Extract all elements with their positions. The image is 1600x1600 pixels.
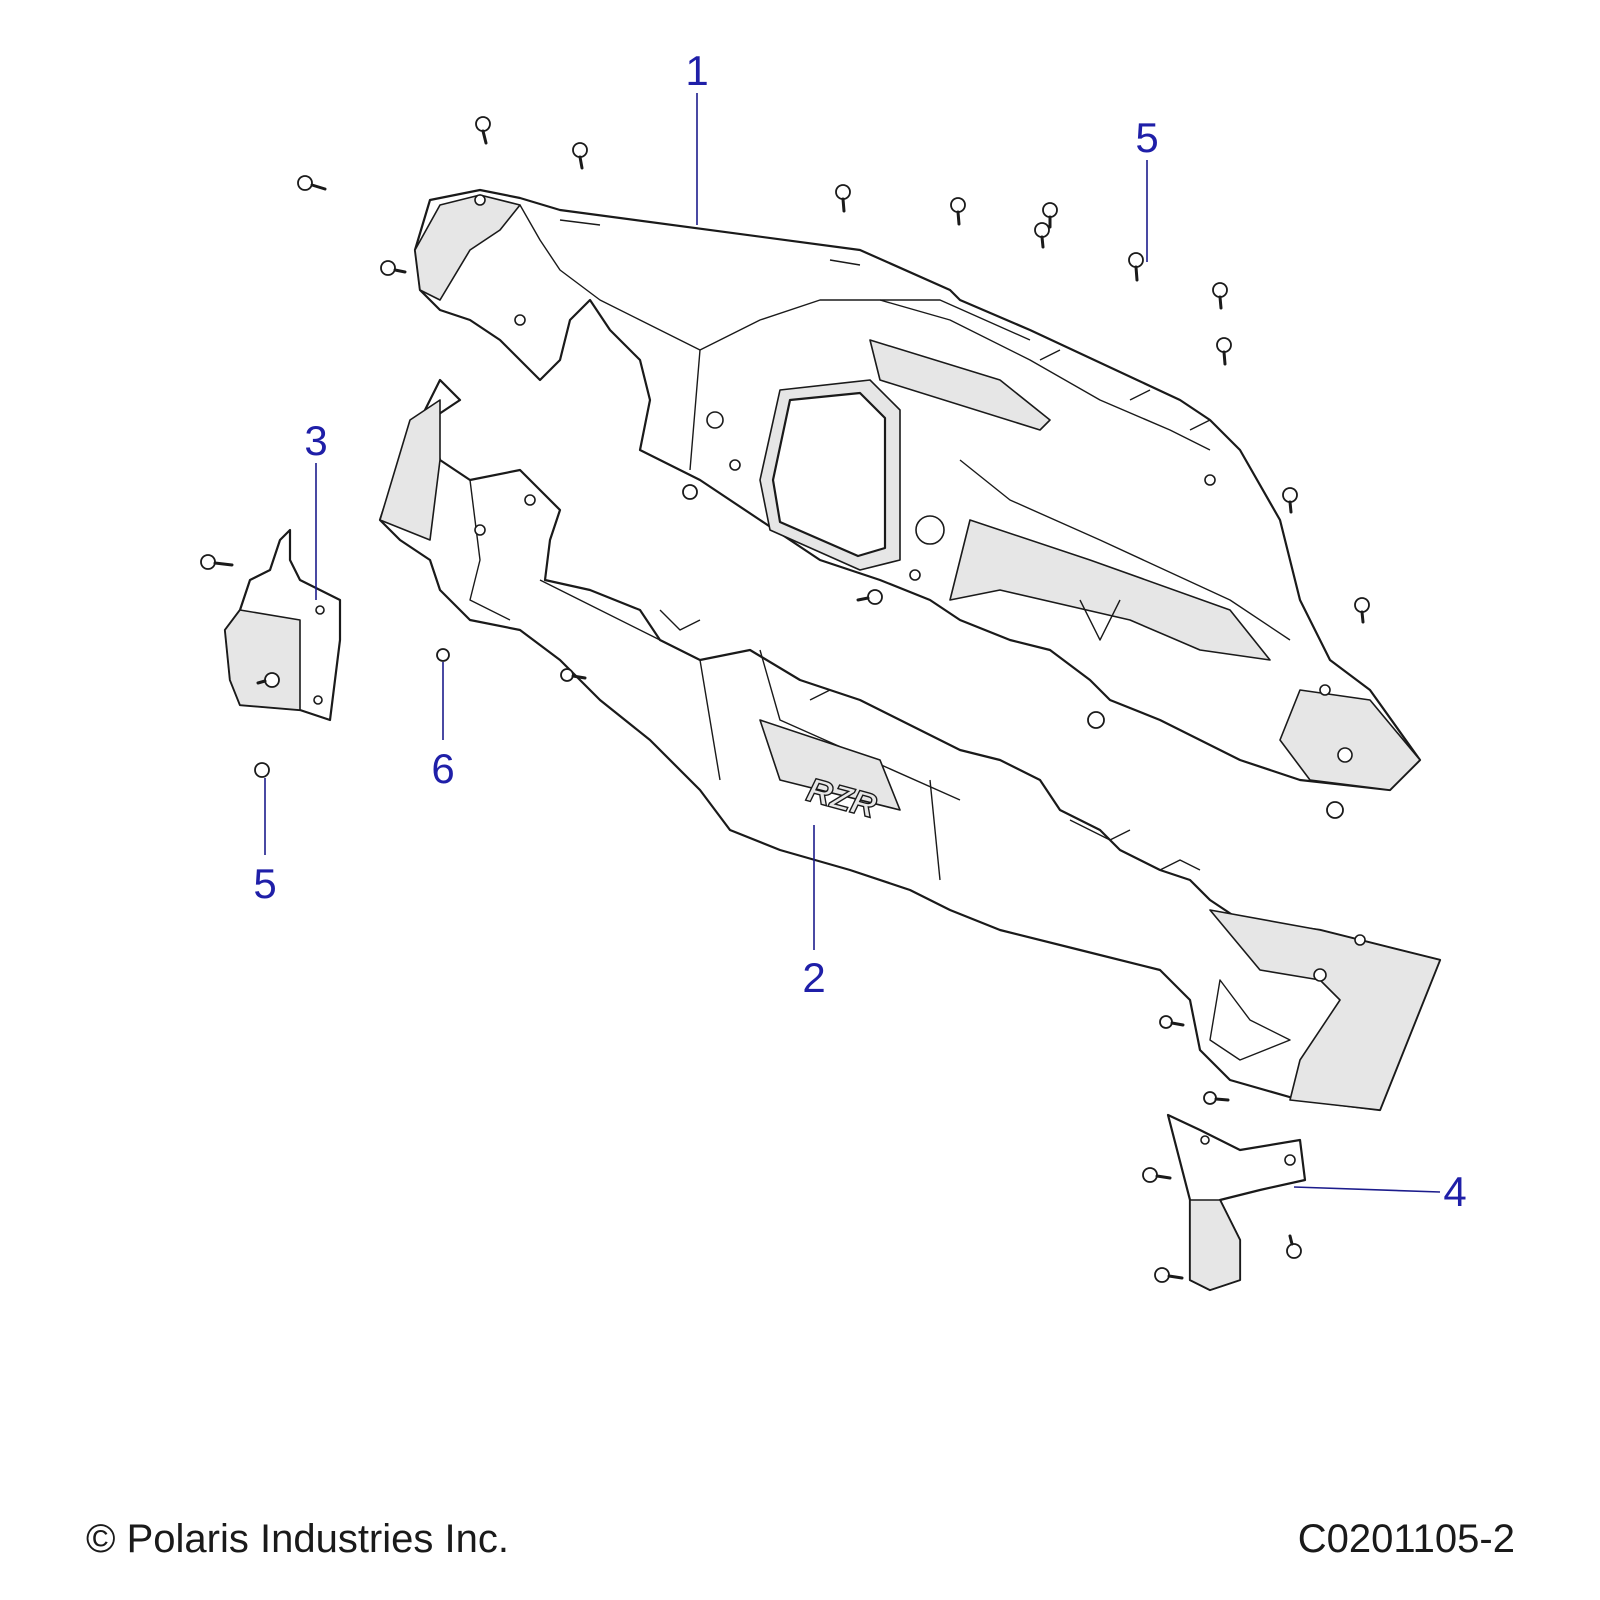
push-rivet-icon bbox=[1128, 252, 1144, 282]
callout-5-left-label: 5 bbox=[253, 860, 276, 907]
right-bracket bbox=[1166, 1113, 1307, 1292]
push-rivet-icon bbox=[256, 672, 280, 688]
callout-1: 1 bbox=[685, 47, 709, 225]
callout-5-top: 5 bbox=[1135, 114, 1159, 262]
callout-4-label: 4 bbox=[1443, 1168, 1466, 1215]
push-rivet-icon bbox=[1286, 1234, 1302, 1259]
push-rivet-icon bbox=[856, 589, 883, 605]
push-rivet-icon bbox=[1142, 1167, 1172, 1183]
callout-2-label: 2 bbox=[802, 954, 825, 1001]
push-rivet-icon bbox=[572, 142, 588, 170]
push-rivet-icon bbox=[1203, 1091, 1230, 1105]
callout-1-label: 1 bbox=[685, 47, 708, 94]
push-rivet-icon bbox=[1326, 801, 1344, 819]
push-rivet-icon bbox=[950, 197, 966, 226]
push-rivet-icon bbox=[682, 484, 698, 500]
copyright-notice: © Polaris Industries Inc. bbox=[86, 1517, 509, 1561]
drawing-number: C0201105-2 bbox=[1297, 1517, 1515, 1561]
dash-upper-panel bbox=[413, 188, 1422, 792]
push-rivet-icon bbox=[1354, 597, 1370, 624]
push-rivet-icon bbox=[1154, 1267, 1184, 1283]
push-rivet-icon bbox=[1216, 337, 1232, 366]
push-rivet-icon bbox=[200, 554, 234, 570]
push-rivet-icon bbox=[380, 260, 407, 276]
dash-lower-trim: RZR bbox=[378, 378, 1442, 1112]
fasteners bbox=[200, 116, 1370, 1283]
callout-2: 2 bbox=[802, 825, 826, 1001]
push-rivet-icon bbox=[297, 175, 327, 191]
callout-3: 3 bbox=[304, 417, 328, 600]
callout-6: 6 bbox=[431, 662, 455, 792]
push-rivet-icon bbox=[835, 184, 851, 213]
callout-3-label: 3 bbox=[304, 417, 327, 464]
callout-4: 4 bbox=[1293, 1168, 1467, 1215]
callout-5-left: 5 bbox=[253, 778, 277, 907]
push-rivet-icon bbox=[560, 668, 587, 682]
push-rivet-icon bbox=[1034, 222, 1050, 249]
push-rivet-icon bbox=[475, 116, 491, 145]
push-rivet-icon bbox=[1282, 487, 1298, 514]
push-rivet-icon bbox=[436, 648, 450, 662]
push-rivet-icon bbox=[1087, 711, 1105, 729]
callout-5-top-label: 5 bbox=[1135, 114, 1158, 161]
push-rivet-icon bbox=[1042, 202, 1058, 229]
push-rivet-icon bbox=[1212, 282, 1228, 310]
push-rivet-icon bbox=[254, 762, 270, 778]
push-rivet-icon bbox=[1159, 1015, 1185, 1029]
left-bracket bbox=[223, 528, 342, 722]
callout-6-label: 6 bbox=[431, 745, 454, 792]
